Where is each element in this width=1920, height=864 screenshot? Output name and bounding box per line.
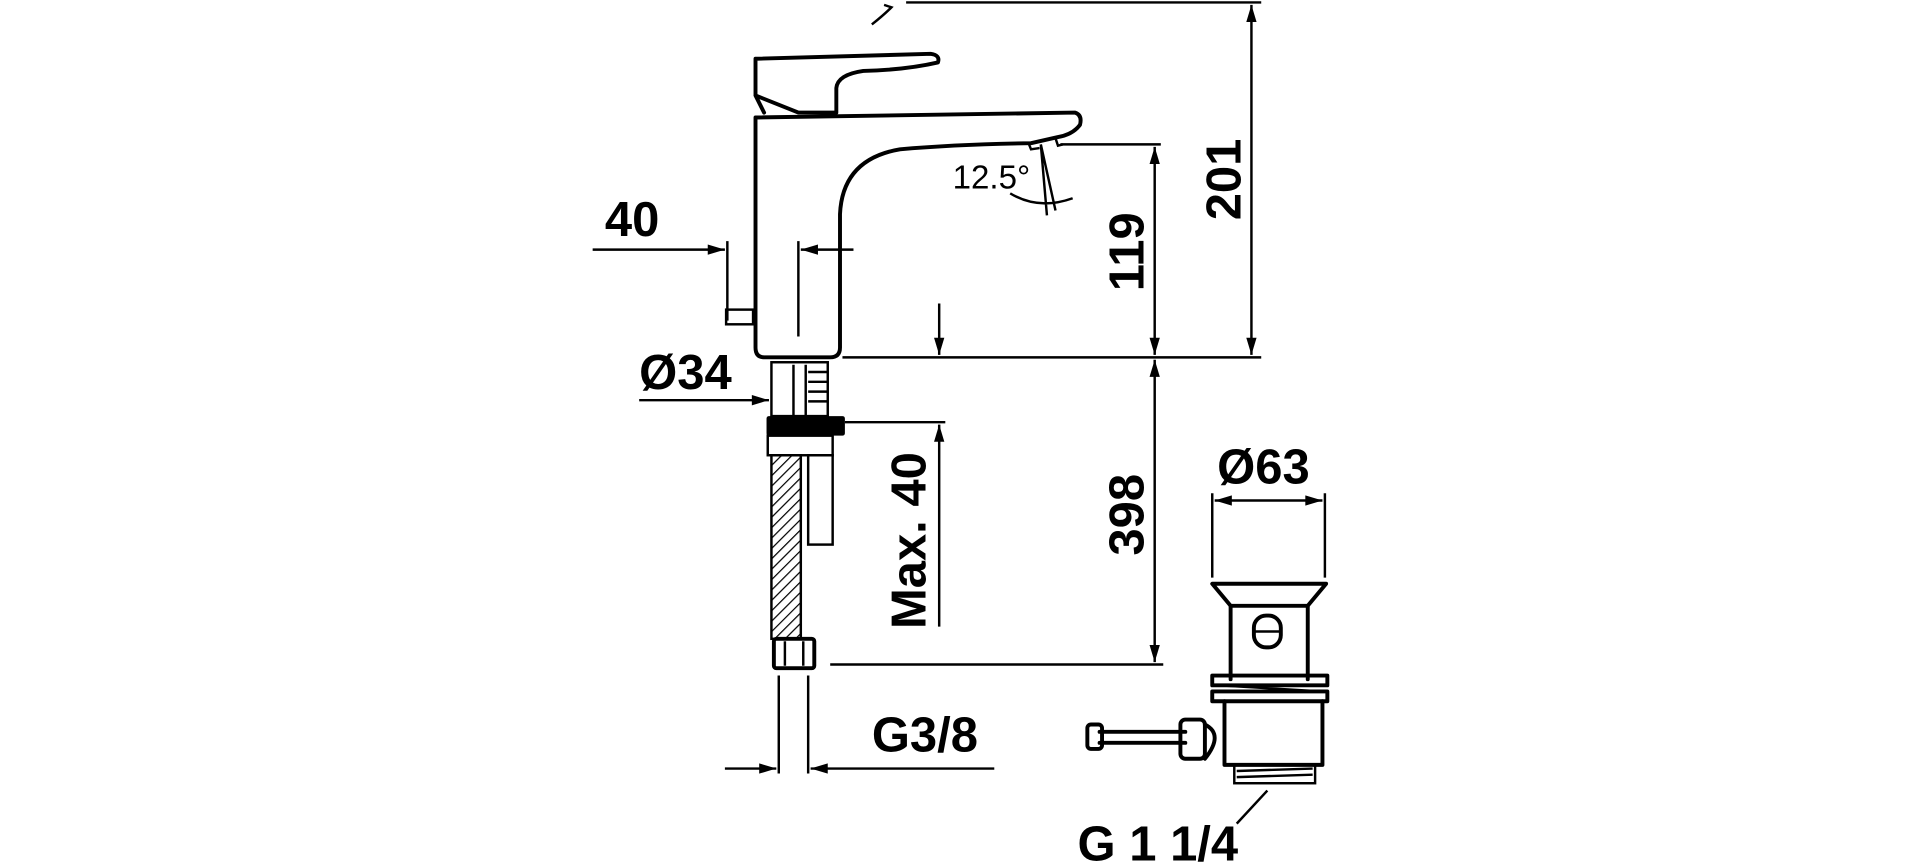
waste-thread-leader-line (1235, 789, 1269, 825)
dim-waste-diameter: Ø63 (1217, 440, 1310, 494)
shank (770, 361, 829, 418)
dim-angle: 12.5° (953, 159, 1031, 196)
fixing-nut (766, 416, 845, 436)
shank-thread (792, 364, 828, 417)
waste-ring-upper (1210, 673, 1330, 688)
faucet-lever (753, 51, 941, 115)
dim-hose-length: 398 (1101, 474, 1155, 556)
popup-rod-fitting (1202, 722, 1217, 761)
waste-ring-lower (1210, 689, 1330, 704)
faucet-spout (753, 110, 1083, 360)
hose-nut-facets (783, 641, 805, 666)
waste-flange (1210, 581, 1329, 608)
waste-valve (1085, 581, 1330, 785)
popup-rod (1097, 729, 1188, 745)
waste-upper-body (1228, 603, 1310, 682)
dim-hose-connection: G3/8 (872, 708, 978, 762)
hose-nut (771, 636, 817, 671)
dim-max-counter: Max. 40 (883, 452, 937, 629)
body-guide-lines (726, 241, 800, 337)
fixing-washer (766, 434, 834, 457)
waste-thread-lines (1236, 767, 1313, 779)
faucet-body (724, 51, 1083, 671)
waste-lower-body (1222, 699, 1325, 767)
supply-hose (770, 454, 803, 641)
spout-and-deck-reference-lines (842, 143, 1262, 359)
dim-spout-height: 119 (1101, 212, 1155, 291)
angle-indicator (1009, 144, 1074, 216)
lever-stub (724, 308, 755, 326)
waste-thread-section (1233, 763, 1317, 785)
break-mark (871, 3, 894, 26)
dim-total-height: 201 (1197, 139, 1251, 221)
popup-rod-end-cap (1085, 722, 1104, 751)
dim-waste-thread: G 1 1/4 (1078, 817, 1239, 864)
dim-lever-offset: 40 (605, 193, 659, 247)
waste-ring-thread (1218, 684, 1323, 693)
hose-connection-extension-lines (777, 675, 810, 774)
dimension-lines (592, 1, 1327, 825)
dim-shank-diameter: Ø34 (639, 346, 732, 400)
popup-rod-nut (1178, 717, 1207, 761)
waste-diameter-extension-lines (1211, 493, 1327, 578)
fixing-rod (806, 454, 834, 546)
